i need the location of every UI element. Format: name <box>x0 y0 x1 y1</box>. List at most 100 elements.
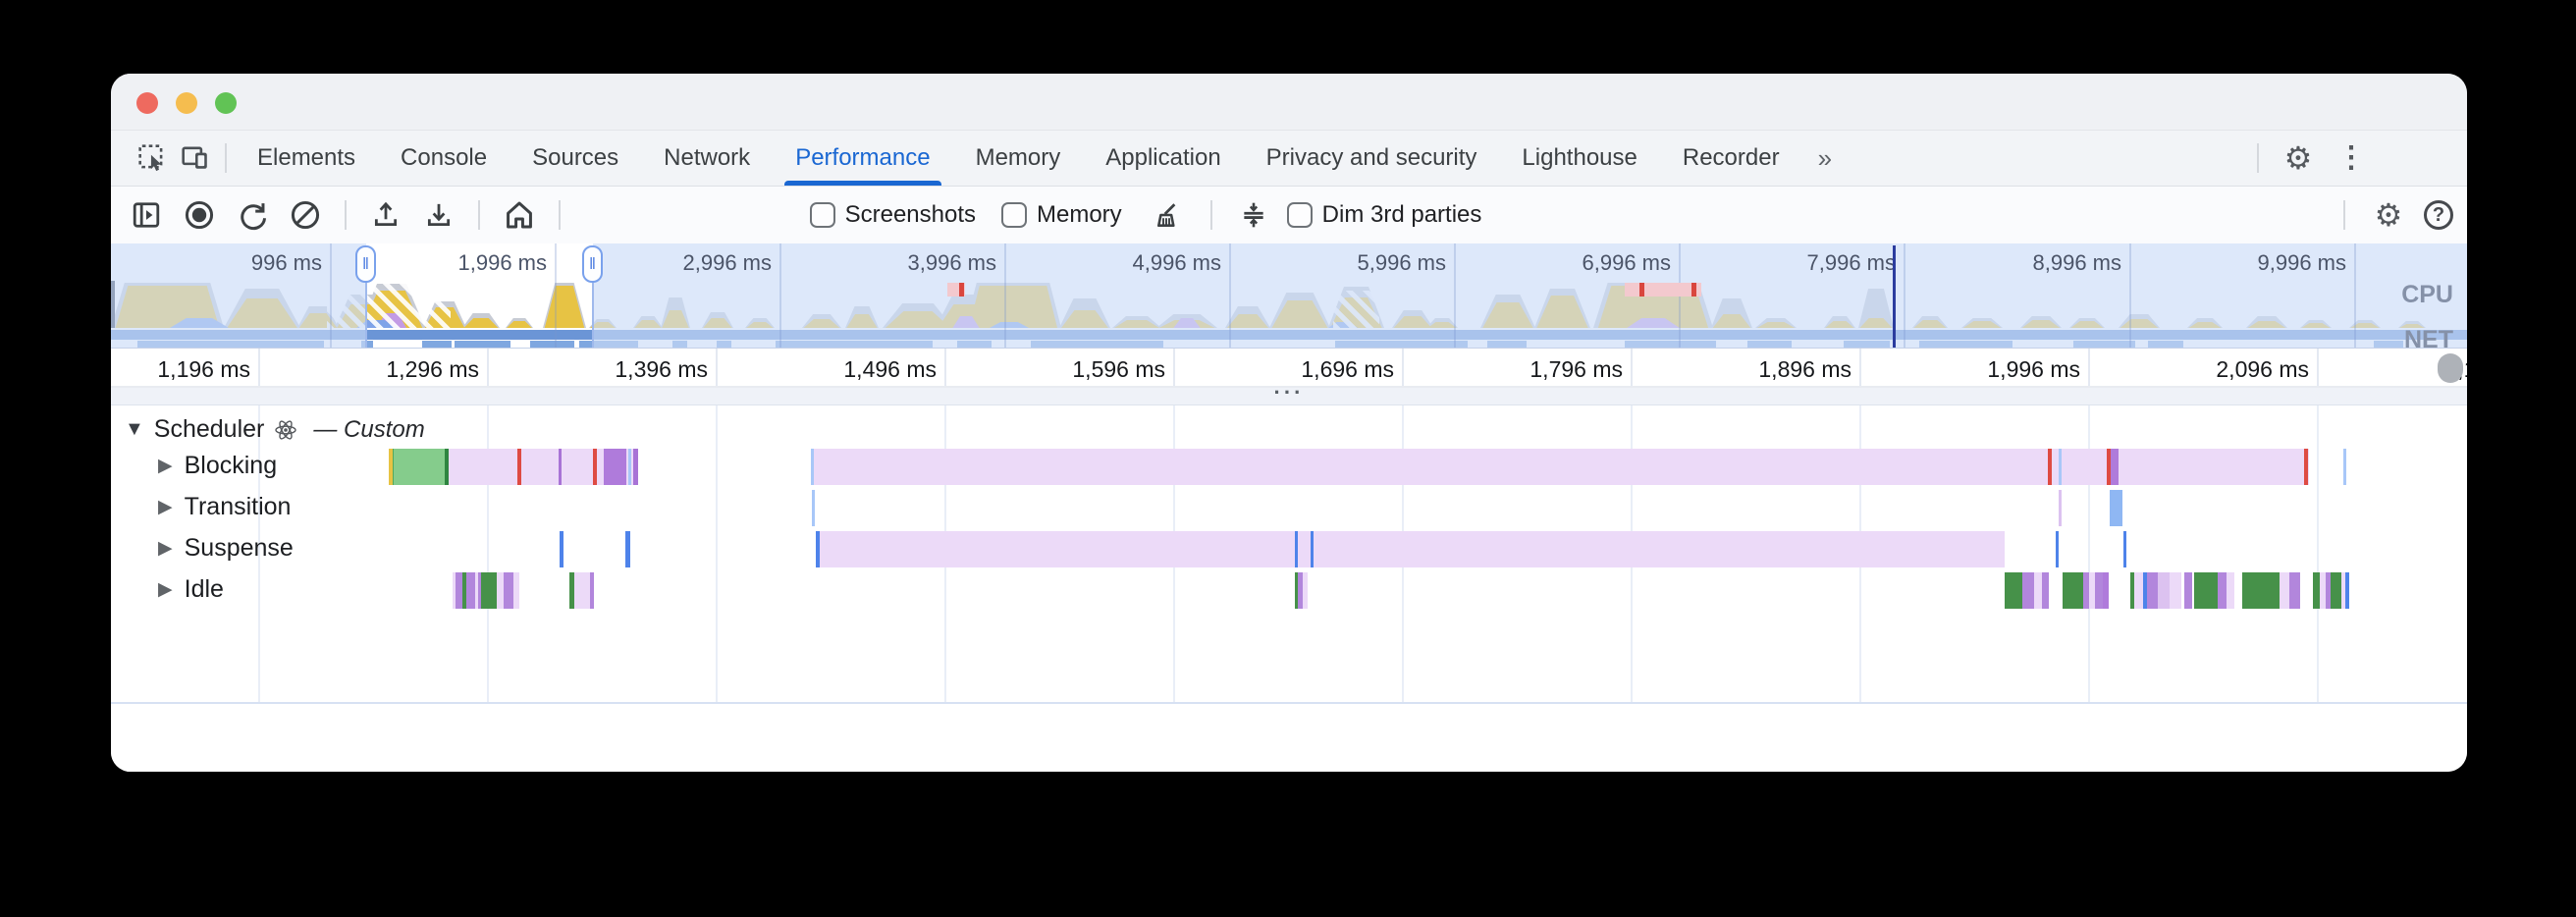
flame-segment-purple[interactable] <box>2289 572 2300 609</box>
expand-triangle-icon[interactable]: ▶ <box>158 455 173 477</box>
panel-splitter-handle[interactable]: ··· <box>111 388 2467 405</box>
track-row-transition[interactable]: ▶Transition <box>158 493 291 521</box>
expand-triangle-icon[interactable]: ▶ <box>158 496 173 518</box>
tab-recorder[interactable]: Recorder <box>1660 131 1802 186</box>
flame-segment-red[interactable] <box>517 449 521 485</box>
flame-segment-purple[interactable] <box>456 572 462 609</box>
flame-segment-purple[interactable] <box>2022 572 2034 609</box>
flame-segment-red[interactable] <box>593 449 597 485</box>
flame-segment-lav[interactable] <box>574 572 590 609</box>
tab-elements[interactable]: Elements <box>235 131 378 186</box>
flame-segment-ptick[interactable] <box>559 449 562 485</box>
track-row-idle[interactable]: ▶Idle <box>158 575 224 604</box>
flame-segment-green2[interactable] <box>2242 572 2280 609</box>
tab-memory[interactable]: Memory <box>953 131 1084 186</box>
flame-segment-purple[interactable] <box>2042 572 2049 609</box>
horizontal-scrollbar-thumb[interactable] <box>2438 353 2463 383</box>
timeline-playhead[interactable] <box>1893 245 1896 349</box>
flame-segment-lav[interactable] <box>811 449 2309 485</box>
expand-triangle-icon[interactable]: ▶ <box>158 578 173 601</box>
flame-segment-green2[interactable] <box>2331 572 2341 609</box>
compress-tracks-icon[interactable] <box>1232 193 1275 237</box>
flame-segment-lblue[interactable] <box>2343 449 2346 485</box>
selection-handle-right[interactable]: ‖ <box>582 245 603 283</box>
flame-segment-red[interactable] <box>2304 449 2308 485</box>
flame-segment-lavs[interactable] <box>2059 490 2062 526</box>
devtools-settings-gear-icon[interactable]: ⚙ <box>2277 136 2320 180</box>
minimize-window-button[interactable] <box>176 92 197 114</box>
memory-checkbox[interactable] <box>1001 202 1027 228</box>
flame-segment-green2[interactable] <box>2313 572 2320 609</box>
customize-devtools-dots-icon[interactable]: ⋮ <box>2330 136 2373 180</box>
selection-handle-left[interactable]: ‖ <box>355 245 376 283</box>
flame-segment-lblue[interactable] <box>2059 449 2062 485</box>
flame-segment-blueblock[interactable] <box>2110 490 2122 526</box>
flame-segment-lav[interactable] <box>2170 572 2181 609</box>
flame-segment-red[interactable] <box>2048 449 2052 485</box>
flame-segment-blue[interactable] <box>2345 572 2349 609</box>
track-row-blocking[interactable]: ▶Blocking <box>158 452 277 480</box>
timeline-overview[interactable]: CPU NET 996 ms1,996 ms2,996 ms3,996 ms4,… <box>111 243 2467 349</box>
flame-segment-lav[interactable] <box>2280 572 2289 609</box>
load-profile-icon[interactable] <box>364 193 407 237</box>
flame-segment-lav[interactable] <box>2134 572 2143 609</box>
live-metrics-home-icon[interactable] <box>498 193 541 237</box>
flame-segment-green2[interactable] <box>2194 572 2218 609</box>
collect-garbage-icon[interactable] <box>1148 193 1191 237</box>
toggle-sidebar-icon[interactable] <box>125 193 168 237</box>
flame-segment-purple[interactable] <box>504 572 513 609</box>
flame-segment-pblock[interactable] <box>2103 572 2109 609</box>
flame-segment-blue[interactable] <box>2056 531 2059 567</box>
tab-application[interactable]: Application <box>1083 131 1243 186</box>
record-icon[interactable] <box>178 193 221 237</box>
flame-segment-ptick[interactable] <box>633 449 638 485</box>
tab-privacy-and-security[interactable]: Privacy and security <box>1244 131 1500 186</box>
record-and-reload-icon[interactable] <box>231 193 274 237</box>
flame-segment-lav[interactable] <box>2227 572 2234 609</box>
flame-segment-lav[interactable] <box>513 572 519 609</box>
help-icon[interactable]: ? <box>2424 200 2453 230</box>
track-group-scheduler[interactable]: ▼ Scheduler — Custom <box>125 415 425 444</box>
flame-segment-purple[interactable] <box>2095 572 2103 609</box>
clear-icon[interactable] <box>284 193 327 237</box>
zoom-window-button[interactable] <box>215 92 237 114</box>
flame-segment-purple[interactable] <box>2147 572 2158 609</box>
device-toolbar-icon[interactable] <box>174 136 217 180</box>
close-window-button[interactable] <box>136 92 158 114</box>
screenshots-checkbox-group[interactable]: Screenshots <box>810 201 990 229</box>
track-row-suspense[interactable]: ▶Suspense <box>158 534 294 563</box>
flame-segment-lblue[interactable] <box>812 490 815 526</box>
expand-triangle-icon[interactable]: ▶ <box>158 537 173 560</box>
flame-segment-lav[interactable] <box>1303 572 1308 609</box>
flame-segment-green2[interactable] <box>2063 572 2083 609</box>
flame-segment-purple[interactable] <box>466 572 475 609</box>
flame-segment-purple[interactable] <box>2184 572 2192 609</box>
flame-segment-green[interactable] <box>393 449 449 485</box>
flame-segment-blue[interactable] <box>1311 531 1314 567</box>
dim-3rd-parties-checkbox-group[interactable]: Dim 3rd parties <box>1287 201 1496 229</box>
flame-segment-lav[interactable] <box>2034 572 2042 609</box>
flame-segment-lav[interactable] <box>497 572 504 609</box>
flame-chart-tracks[interactable]: ▼ Scheduler — Custom ▶Blocking ▶Transitio… <box>111 405 2467 772</box>
flame-segment-lblue[interactable] <box>628 449 631 485</box>
flame-segment-purple[interactable] <box>2218 572 2227 609</box>
flame-segment-blue[interactable] <box>1295 531 1298 567</box>
tab-lighthouse[interactable]: Lighthouse <box>1499 131 1659 186</box>
tab-sources[interactable]: Sources <box>510 131 641 186</box>
screenshots-checkbox[interactable] <box>810 202 835 228</box>
flame-segment-pblock[interactable] <box>2111 449 2119 485</box>
tab-console[interactable]: Console <box>378 131 510 186</box>
dim-3rd-parties-checkbox[interactable] <box>1287 202 1313 228</box>
flame-segment-purple[interactable] <box>590 572 594 609</box>
tab-network[interactable]: Network <box>641 131 773 186</box>
save-profile-icon[interactable] <box>417 193 460 237</box>
flame-segment-blue[interactable] <box>625 531 630 567</box>
tab-performance[interactable]: Performance <box>773 131 952 186</box>
flame-segment-blue[interactable] <box>560 531 564 567</box>
inspect-element-icon[interactable] <box>131 136 174 180</box>
flame-segment-green2[interactable] <box>2005 572 2022 609</box>
flame-segment-blue[interactable] <box>816 531 820 567</box>
flame-segment-green2[interactable] <box>481 572 497 609</box>
collapse-triangle-icon[interactable]: ▼ <box>125 418 144 441</box>
flame-segment-lblue[interactable] <box>811 449 814 485</box>
